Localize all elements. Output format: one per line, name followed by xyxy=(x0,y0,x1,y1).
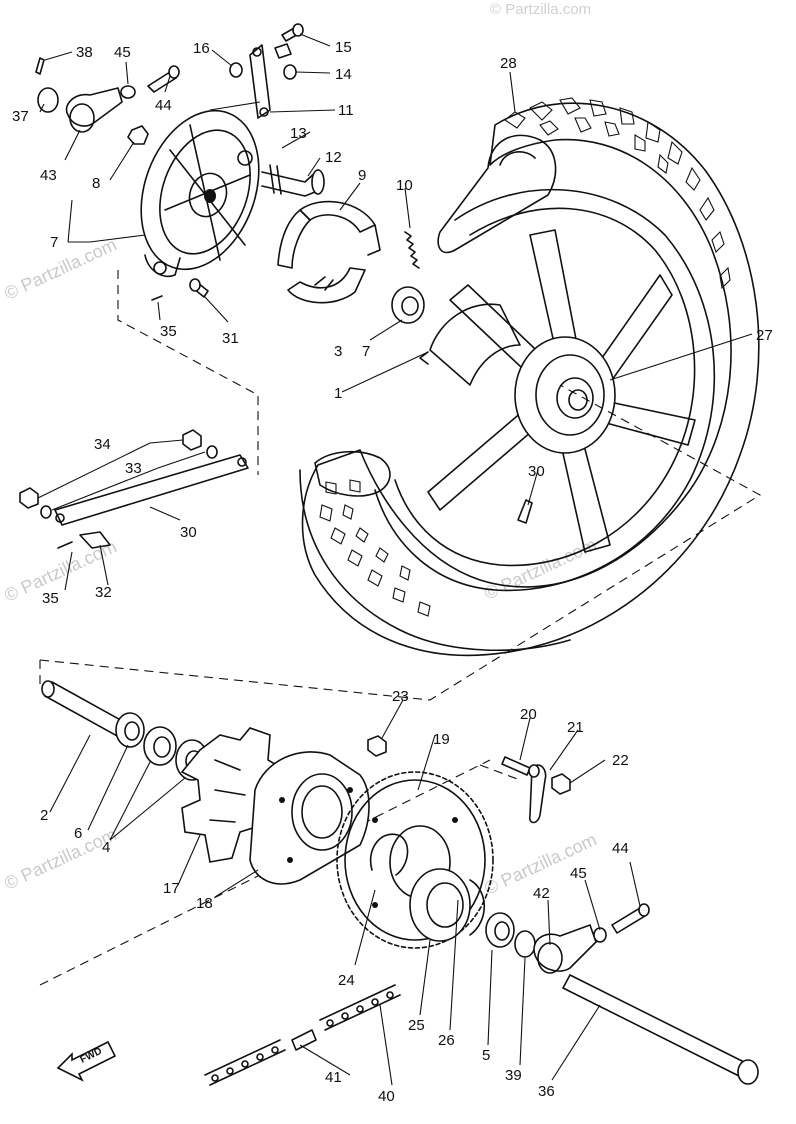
part-label-15: 15 xyxy=(335,39,352,56)
part-label-4: 4 xyxy=(102,839,110,856)
brake-shoes xyxy=(277,200,381,304)
cam-lever xyxy=(249,43,292,119)
part-label-12: 12 xyxy=(325,149,342,166)
part-label-17: 17 xyxy=(163,880,180,897)
part-label-11: 11 xyxy=(338,102,354,119)
part-label-10: 10 xyxy=(396,177,413,194)
bearing xyxy=(391,286,425,324)
part-label-28: 28 xyxy=(500,55,517,72)
part-label-40: 40 xyxy=(378,1088,395,1105)
bolt-plate-nut xyxy=(501,756,571,824)
part-label-6: 6 xyxy=(74,825,82,842)
watermark: © Partzilla.com xyxy=(481,534,599,603)
part-label-18: 18 xyxy=(196,895,213,912)
part-label-26: 26 xyxy=(438,1032,455,1049)
part-label-27: 27 xyxy=(756,327,773,344)
part-label-25: 25 xyxy=(408,1017,425,1034)
part-label-23: 23 xyxy=(392,688,409,705)
part-label-7b: 7 xyxy=(362,343,370,360)
part-label-30: 30 xyxy=(528,463,545,480)
tire-valve xyxy=(517,499,533,524)
torque-arm xyxy=(19,429,249,549)
part-label-42: 42 xyxy=(533,885,550,902)
leader-lines xyxy=(37,33,753,1086)
part-label-32: 32 xyxy=(95,584,112,601)
part-label-33: 33 xyxy=(125,460,142,477)
part-label-13: 13 xyxy=(290,125,307,142)
part-label-8: 8 xyxy=(92,175,100,192)
watermark: © Partzilla.com xyxy=(1,234,119,303)
part-label-1: 1 xyxy=(334,385,342,402)
circlip xyxy=(369,833,409,876)
part-label-35b: 35 xyxy=(42,590,59,607)
chain-adjuster xyxy=(533,903,650,974)
sprocket-hub xyxy=(249,735,387,885)
part-label-31: 31 xyxy=(222,330,239,347)
part-label-37: 37 xyxy=(12,108,29,125)
part-label-7: 7 xyxy=(50,234,58,251)
part-label-45b: 45 xyxy=(570,865,587,882)
part-label-21: 21 xyxy=(567,719,584,736)
tread-pattern xyxy=(504,97,731,290)
watermark: © Partzilla.com xyxy=(490,1,591,18)
part-label-45: 45 xyxy=(114,44,131,61)
part-label-20: 20 xyxy=(520,706,537,723)
collar xyxy=(514,930,536,958)
tread-pattern-bottom xyxy=(319,479,431,617)
part-label-44: 44 xyxy=(155,97,172,114)
part-label-22: 22 xyxy=(612,752,629,769)
part-label-30b: 30 xyxy=(180,524,197,541)
part-label-41: 41 xyxy=(325,1069,342,1086)
brake-camshaft xyxy=(261,164,325,197)
part-number-labels: 38 45 16 15 14 44 11 37 13 12 43 8 9 10 … xyxy=(12,39,773,1105)
part-label-43: 43 xyxy=(40,167,57,184)
brake-spring xyxy=(404,231,420,269)
part-label-19: 19 xyxy=(433,731,450,748)
assembly-outlines xyxy=(39,270,762,986)
part-label-5: 5 xyxy=(482,1047,490,1064)
part-label-44b: 44 xyxy=(612,840,629,857)
part-label-16: 16 xyxy=(193,40,210,57)
part-label-38: 38 xyxy=(76,44,93,61)
part-label-35: 35 xyxy=(160,323,177,340)
watermark: © Partzilla.com xyxy=(1,824,119,893)
hub-damper xyxy=(180,727,286,863)
brake-plate-assembly xyxy=(140,109,260,277)
oil-seal xyxy=(409,868,485,942)
part-label-34: 34 xyxy=(94,436,111,453)
axle-right xyxy=(561,973,759,1085)
forward-arrow: FWD xyxy=(56,1040,117,1082)
part-label-9: 9 xyxy=(358,167,366,184)
part-label-3: 3 xyxy=(334,343,342,360)
bearing-right xyxy=(485,912,515,948)
rear-wheel-tire xyxy=(299,97,760,657)
part-label-14: 14 xyxy=(335,66,352,83)
part-label-36: 36 xyxy=(538,1083,555,1100)
part-label-39: 39 xyxy=(505,1067,522,1084)
wheel-hub xyxy=(419,303,616,454)
part-label-2: 2 xyxy=(40,807,48,824)
part-label-24: 24 xyxy=(338,972,355,989)
drive-chain xyxy=(204,984,401,1086)
